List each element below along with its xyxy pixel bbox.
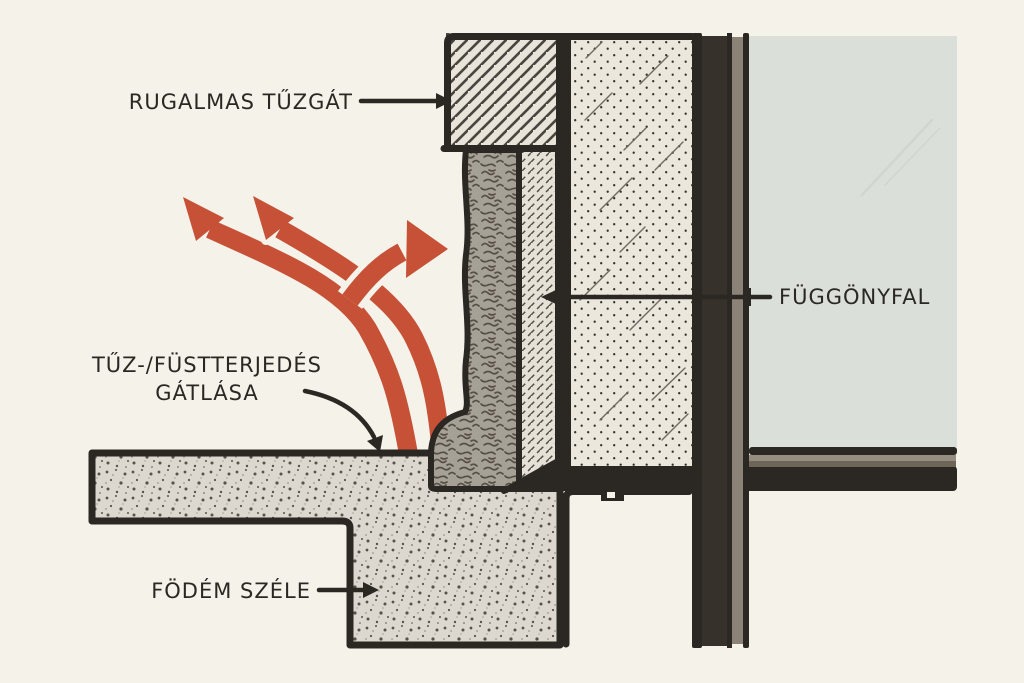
label-curtain-wall: FÜGGÖNYFAL — [779, 285, 931, 309]
label-smoke-block-line1: TŰZ-/FÜSTTERJEDÉS — [91, 353, 323, 377]
fire-barrier-shape — [446, 33, 564, 148]
leader-smoke-block — [302, 388, 383, 452]
smoke-arrow-right — [342, 243, 407, 306]
panel-divider-line — [556, 33, 571, 491]
assembly-top-outline — [444, 33, 696, 152]
glass-reflection-streak — [860, 118, 934, 197]
mineral-wool-shape — [428, 147, 522, 492]
leader-tick — [745, 288, 751, 306]
glass-reflection-streak — [884, 127, 941, 186]
insulation-panel-shape — [564, 36, 695, 467]
insulation-texture-dashes — [579, 41, 689, 441]
leader-slab-edge — [316, 582, 379, 598]
label-fire-barrier: RUGALMAS TŰZGÁT — [128, 90, 353, 114]
transom-profile — [749, 447, 957, 467]
floor-slab-shape — [88, 449, 564, 649]
transom-band — [548, 466, 957, 491]
glass-pane-shape — [749, 36, 957, 447]
leader-arrowhead — [541, 289, 558, 305]
label-smoke-block-line2: GÁTLÁSA — [155, 381, 259, 405]
leader-curtain-wall — [541, 288, 773, 306]
label-smoke-block: TŰZ-/FÜSTTERJEDÉS GÁTLÁSA — [62, 351, 352, 407]
smoke-arrow-left — [206, 220, 419, 459]
smoke-arrow-middle — [275, 220, 452, 459]
label-slab-edge: FÖDÉM SZÉLE — [151, 579, 311, 603]
leader-fire-barrier — [358, 93, 452, 109]
leader-arrowhead — [367, 435, 383, 452]
profile-box-outline — [562, 488, 693, 648]
band-left-wedge — [504, 459, 562, 492]
profile-bracket-slot — [607, 492, 615, 498]
smoke-arrowhead-right — [401, 215, 453, 283]
leader-arrowhead — [363, 582, 379, 598]
mullion-shape — [692, 33, 749, 648]
leader-arrowhead — [436, 93, 452, 109]
fire-smoke-arrows — [178, 191, 457, 460]
firestop-assembly — [428, 33, 957, 648]
